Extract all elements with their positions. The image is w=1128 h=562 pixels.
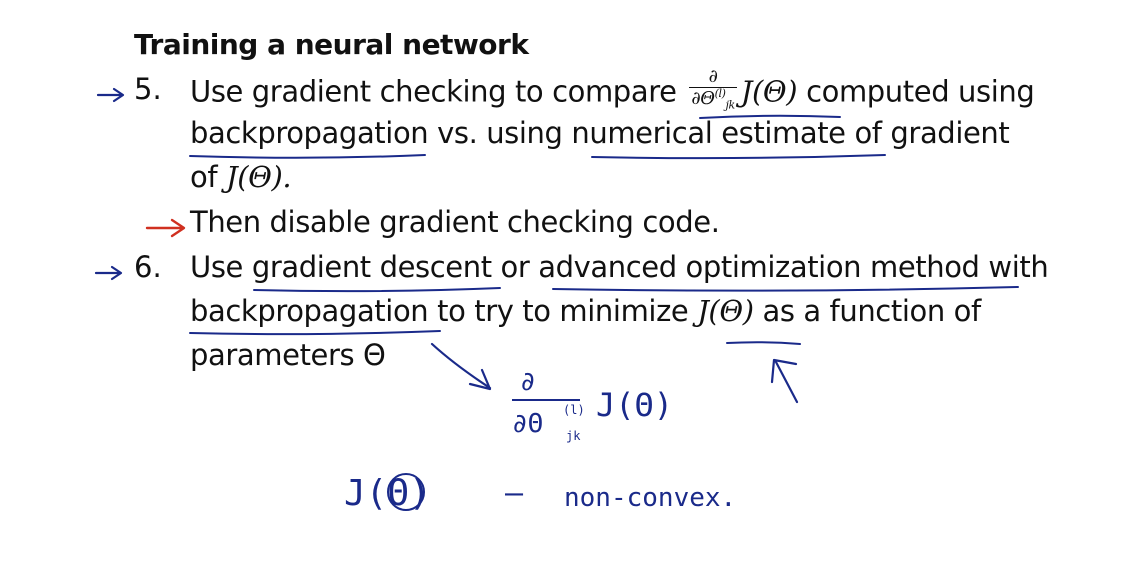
step-5-numerical-estimate: numerical estimate: [571, 116, 846, 150]
step-6-cost-j: J(Θ): [697, 294, 754, 328]
step-5-line-3: of J(Θ).: [190, 160, 292, 194]
step-6-line-1: Use gradient descent or advanced optimiz…: [190, 250, 1049, 284]
step-6-advanced-optimization: advanced optimization method: [538, 250, 980, 284]
step-5-vs-using: vs. using: [437, 116, 563, 150]
derivative-den-base: ∂Θ: [691, 87, 715, 109]
hw-deriv-sub: jk: [566, 429, 581, 443]
hw-dash: –: [505, 476, 524, 511]
underline-j-theta: [726, 341, 801, 345]
hw-deriv-den: ∂Θ: [512, 409, 543, 439]
derivative-sup: (l): [714, 86, 726, 100]
step-5-text-b: computed using: [806, 74, 1035, 109]
underline-backprop-6: [189, 330, 441, 336]
hand-arrow-down-icon: [430, 342, 492, 391]
hw-note: non-convex.: [564, 483, 736, 513]
step-6-backprop: backpropagation: [190, 294, 429, 328]
step-6-minimize: to try to minimize: [437, 294, 689, 328]
step-5-backprop: backpropagation: [190, 116, 429, 150]
slide-title: Training a neural network: [134, 28, 529, 61]
hand-arrow-up-icon: [770, 358, 799, 404]
underline-advanced: [552, 286, 1019, 292]
step-6-line-3: parameters Θ: [190, 338, 386, 372]
circled-theta-icon: [387, 473, 425, 511]
step-5-text-a: Use gradient checking to compare: [190, 74, 677, 109]
step-5-substep: Then disable gradient checking code.: [190, 205, 720, 239]
step-6-number: 6.: [134, 250, 162, 284]
step-6-line-2: backpropagation to try to minimize J(Θ) …: [190, 294, 981, 328]
derivative-sub: jk: [725, 98, 736, 112]
step-5-line-1: Use gradient checking to compare ∂ ∂Θ(l)…: [190, 67, 1035, 115]
hw-cost: J(Θ): [344, 473, 431, 514]
derivative-denominator: ∂Θ(l)jk: [689, 88, 736, 111]
underline-numerical: [591, 154, 886, 160]
substep-red-arrow-icon: [145, 218, 186, 238]
step-6-or: or: [500, 250, 530, 284]
step-5-arrow-icon: [96, 87, 125, 103]
step-6-use: Use: [190, 250, 243, 284]
hw-deriv-num: ∂: [520, 367, 536, 397]
step-5-cost-fn: J(Θ): [740, 74, 798, 109]
step-5-number: 5.: [134, 72, 162, 106]
derivative-numerator: ∂: [689, 67, 737, 88]
underline-backprop-5: [189, 154, 426, 159]
hw-deriv-sup: (l): [563, 403, 585, 417]
step-5-derivative: ∂ ∂Θ(l)jk: [689, 67, 737, 111]
step-6-arrow-icon: [94, 265, 123, 281]
step-6-function-of: as a function of: [762, 294, 981, 328]
step-5-of: of: [190, 160, 218, 194]
step-6-gradient-descent: gradient descent: [251, 250, 492, 284]
step-5-of-gradient: of gradient: [854, 116, 1010, 150]
step-6-with: with: [988, 250, 1049, 284]
step-5-cost-j: J(Θ).: [225, 160, 292, 194]
underline-gradient-descent: [253, 287, 501, 293]
step-5-line-2: backpropagation vs. using numerical esti…: [190, 116, 1010, 150]
hw-deriv-fn: J(Θ): [596, 386, 673, 424]
